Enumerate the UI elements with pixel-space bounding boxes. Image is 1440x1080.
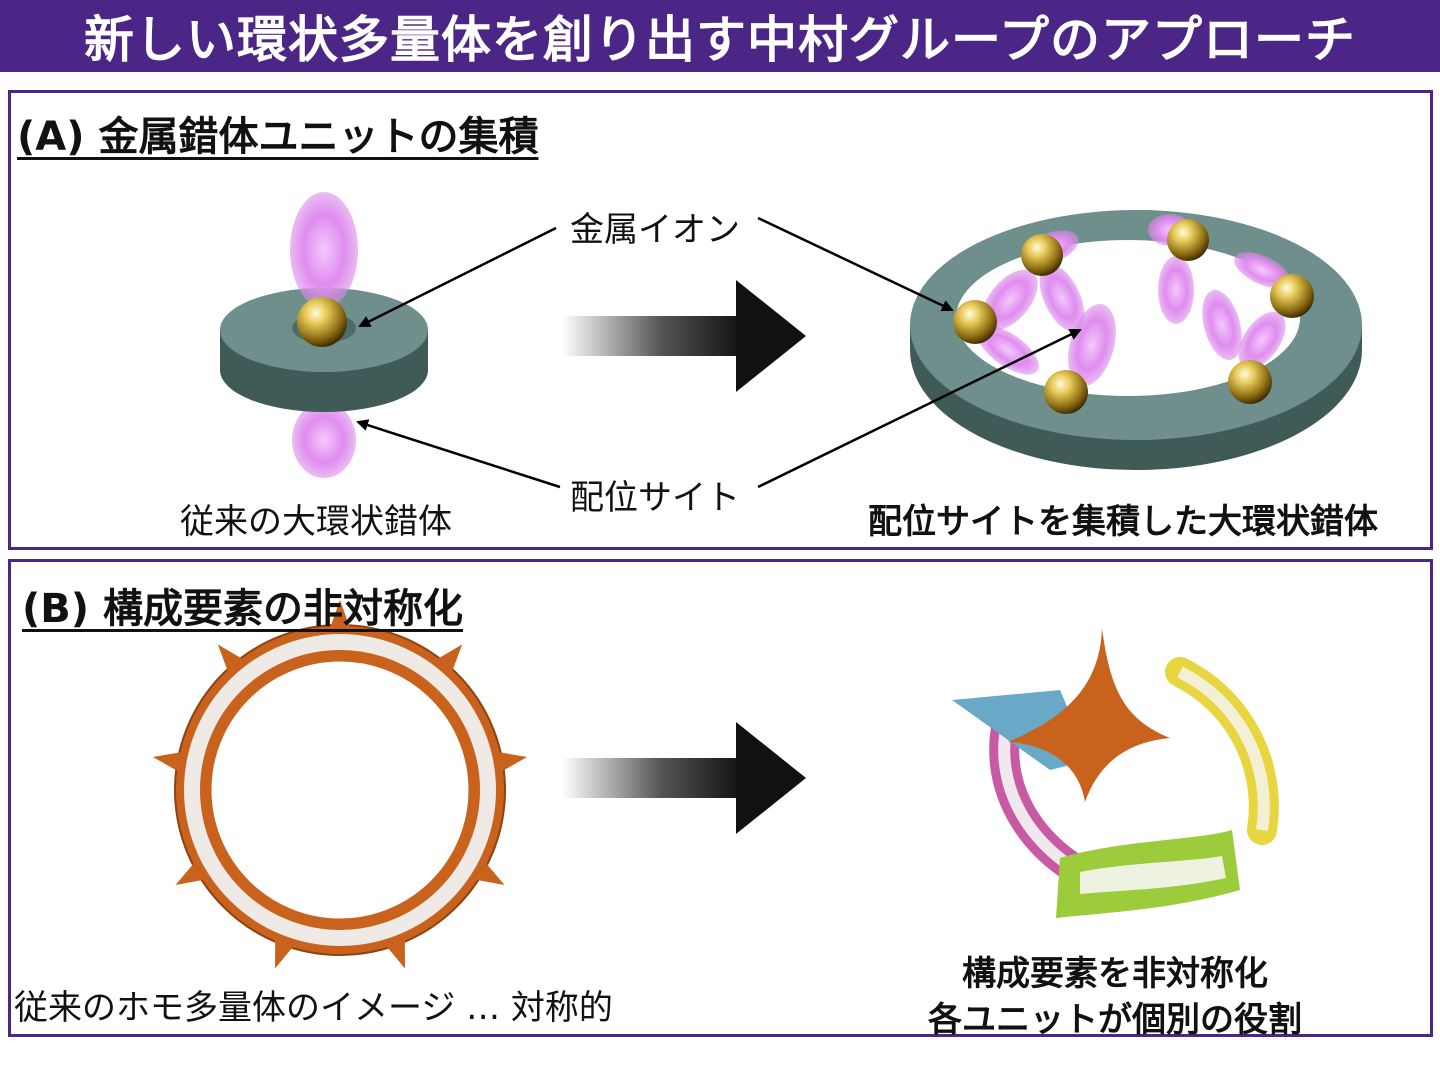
coordination-site-label: 配位サイト: [570, 478, 740, 518]
conventional-macrocycle-caption: 従来の大環状錯体: [180, 502, 452, 542]
leader-lines: [356, 216, 1082, 489]
metal-ion-pointer-left: [358, 226, 557, 328]
panel-a-heading: (A) 金属錯体ユニットの集積: [17, 114, 539, 160]
site-pointer-left: [356, 419, 561, 489]
asymmetric-caption-line2: 各ユニットが個別の役割: [928, 1000, 1302, 1040]
metal-ion-label: 金属イオン: [570, 210, 740, 250]
metal-ion-sphere: [1021, 234, 1063, 276]
metal-ion-sphere: [1270, 274, 1314, 318]
process-arrow-a: [562, 280, 806, 392]
process-arrow-b: [562, 722, 806, 834]
orange-ring-window: [184, 634, 496, 946]
orbital-lobe: [1202, 289, 1242, 361]
metal-ion-sphere: [1044, 370, 1088, 414]
integrated-macrocycle-caption: 配位サイトを集積した大環状錯体: [868, 502, 1378, 542]
green-unit-window: [1080, 856, 1226, 894]
orange-unit: [1008, 628, 1170, 802]
orbital-lobe: [1234, 252, 1290, 288]
integrated-macrocycle-illustration: [910, 210, 1362, 470]
asymmetric-caption-line1: 構成要素を非対称化: [962, 954, 1268, 994]
upper-orbital-lobe: [290, 192, 358, 308]
orbital-lobe: [977, 325, 1039, 375]
orbital-lobe: [1039, 264, 1085, 332]
metal-ion-sphere: [1228, 360, 1272, 404]
orbital-lobe: [1238, 311, 1286, 369]
metal-ion-pointer-right: [757, 216, 954, 312]
page-title: 新しい環状多量体を創り出す中村グループのアプローチ: [0, 0, 1440, 72]
orange-ring-inner-rim: [206, 656, 474, 924]
asymmetric-assembly-illustration: [952, 628, 1279, 918]
panel-b-heading: (B) 構成要素の非対称化: [22, 586, 463, 632]
symmetric-homo-oligomer-illustration: [152, 600, 528, 969]
lower-orbital-lobe: [292, 402, 356, 478]
orbital-lobe: [1068, 304, 1116, 386]
conventional-macrocycle-illustration: [220, 192, 428, 478]
homo-oligomer-caption: 従来のホモ多量体のイメージ … 対称的: [14, 988, 613, 1028]
orbital-lobe: [982, 269, 1038, 331]
orbital-lobe: [1158, 256, 1194, 324]
ring-joints: [152, 600, 528, 969]
metal-ion-sphere: [297, 297, 347, 347]
yellow-unit-window: [1177, 666, 1270, 831]
metal-ion-sphere: [1167, 219, 1209, 261]
metal-ion-sphere: [953, 300, 997, 344]
site-pointer-right: [757, 328, 1082, 489]
